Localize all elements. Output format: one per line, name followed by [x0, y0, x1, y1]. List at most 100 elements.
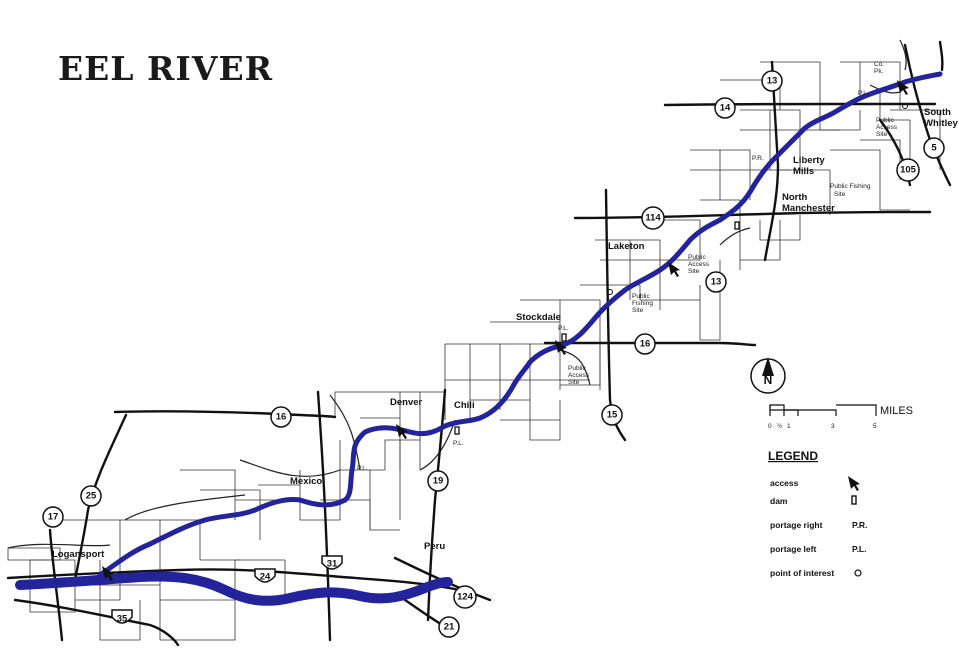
note-pl-southwhitley: P.L.: [858, 90, 869, 97]
scale-tick-half: ½: [777, 422, 783, 430]
minor-roads: [7, 39, 907, 549]
legend: LEGEND access dam portage right P.R. por…: [768, 449, 867, 578]
route-number-13-south: 13: [711, 277, 722, 288]
legend-label-portage-left: portage left: [770, 544, 816, 554]
route-shield-13-south: [705, 271, 727, 293]
route-number-16-east: 16: [640, 339, 651, 350]
route-number-17: 17: [48, 512, 59, 523]
town-mexico: Mexico: [290, 476, 322, 487]
dam-icon: [454, 426, 460, 435]
note-cs-2: Pk.: [874, 68, 884, 75]
note-pa-stockdale-2: Access: [568, 372, 590, 379]
route-number-15: 15: [607, 410, 618, 421]
route-shield-124: [453, 585, 477, 609]
town-laketon: Laketon: [608, 241, 645, 252]
note-pa-chili-3: Site: [632, 307, 644, 314]
town-labels: Logansport Mexico Peru Denver Chili Stoc…: [52, 107, 958, 560]
route-shield-16-east: [634, 333, 656, 355]
route-number-14: 14: [720, 103, 731, 114]
point-of-interest-icon: [902, 103, 908, 109]
note-pa-chili-1: Public: [632, 293, 650, 300]
map-title: EEL RIVER: [58, 49, 273, 88]
legend-label-portage-right: portage right: [770, 520, 823, 530]
note-pa-chili-2: Fishing: [632, 300, 653, 307]
scale-tick-1: 1: [787, 423, 791, 430]
route-shield-5: [923, 137, 945, 159]
note-pr-liberty: P.R.: [752, 155, 764, 162]
legend-access-arrow-icon: [848, 476, 860, 491]
town-stockdale: Stockdale: [516, 312, 561, 323]
wabash-river: [15, 571, 453, 606]
note-pa-sw-1: Public: [876, 117, 894, 124]
north-arrow-icon: [762, 357, 774, 376]
route-shield-105: [896, 158, 920, 182]
access-arrow-icon: [396, 424, 408, 439]
legend-label-access: access: [770, 478, 799, 488]
route-shield-35: [111, 609, 133, 624]
route-number-5: 5: [931, 143, 937, 154]
route-shield-16-west: [270, 406, 292, 428]
scale-tick-5: 5: [873, 423, 877, 430]
note-pa-laketon-1: Public: [688, 254, 706, 261]
route-shield-25: [80, 485, 102, 507]
route-shield-114: [641, 206, 665, 230]
town-logansport: Logansport: [52, 549, 105, 560]
dam-icon: [561, 333, 567, 342]
legend-symbol-portage-right: P.R.: [852, 520, 867, 530]
compass-letter: N: [764, 373, 773, 387]
access-arrow-icon: [555, 340, 567, 355]
route-shield-21: [438, 616, 460, 638]
note-pa-stockdale-1: Public: [568, 365, 586, 372]
note-pl-chili: P.L.: [453, 440, 464, 447]
eel-river: [97, 71, 943, 578]
legend-label-dam: dam: [770, 496, 788, 506]
town-south-whitley-line2: Whitley: [924, 118, 958, 129]
note-cs-1: Co.: [874, 61, 884, 68]
route-shield-17: [42, 506, 64, 528]
town-liberty-mills-line2: Mills: [793, 166, 814, 177]
route-number-24: 24: [260, 572, 271, 583]
note-pa-sw-2: Access: [876, 124, 898, 131]
route-shield-13-north: [761, 70, 783, 92]
scale-unit: MILES: [880, 405, 913, 417]
route-number-114: 114: [645, 213, 661, 224]
note-pa-laketon-3: Site: [688, 268, 700, 275]
route-number-21: 21: [444, 622, 455, 633]
note-pl-mexico: P.L.: [357, 465, 368, 472]
note-pfs-nm-2: Site: [834, 191, 846, 198]
route-number-16-west: 16: [276, 412, 287, 423]
route-shield-24: [254, 568, 276, 583]
river-markers: [102, 80, 909, 581]
scale-tick-0: 0: [768, 423, 772, 430]
legend-symbol-portage-left: P.L.: [852, 544, 867, 554]
route-number-105: 105: [900, 165, 917, 176]
note-pa-sw-3: Site: [876, 131, 888, 138]
town-liberty-mills-line1: Liberty: [793, 155, 825, 166]
route-shield-14: [714, 97, 736, 119]
dam-icon: [734, 221, 740, 230]
access-arrow-icon: [897, 80, 909, 95]
legend-label-point-of-interest: point of interest: [770, 568, 834, 578]
town-north-manchester-line1: North: [782, 192, 808, 203]
route-shield-19: [427, 470, 449, 492]
town-peru: Peru: [424, 541, 445, 552]
town-denver: Denver: [390, 397, 423, 408]
route-number-35: 35: [117, 614, 128, 625]
route-number-13-north: 13: [767, 76, 778, 87]
access-arrow-icon: [102, 566, 114, 581]
access-arrow-icon: [668, 262, 680, 277]
legend-heading: LEGEND: [768, 449, 818, 463]
note-pa-laketon-2: Access: [688, 261, 710, 268]
route-number-25: 25: [86, 491, 97, 502]
legend-dam-icon: [851, 495, 857, 505]
route-number-19: 19: [433, 476, 444, 487]
site-notes: P.L. P.L. P.L. P.R. P.L. Public Access S…: [357, 61, 898, 472]
route-number-31: 31: [327, 559, 338, 570]
town-south-whitley-line1: South: [924, 107, 951, 118]
note-pl-stockdale: P.L.: [558, 325, 569, 332]
point-of-interest-icon: [607, 289, 613, 295]
town-chili: Chili: [454, 400, 475, 411]
route-number-124: 124: [457, 592, 474, 603]
north-arrow: N: [750, 357, 786, 394]
